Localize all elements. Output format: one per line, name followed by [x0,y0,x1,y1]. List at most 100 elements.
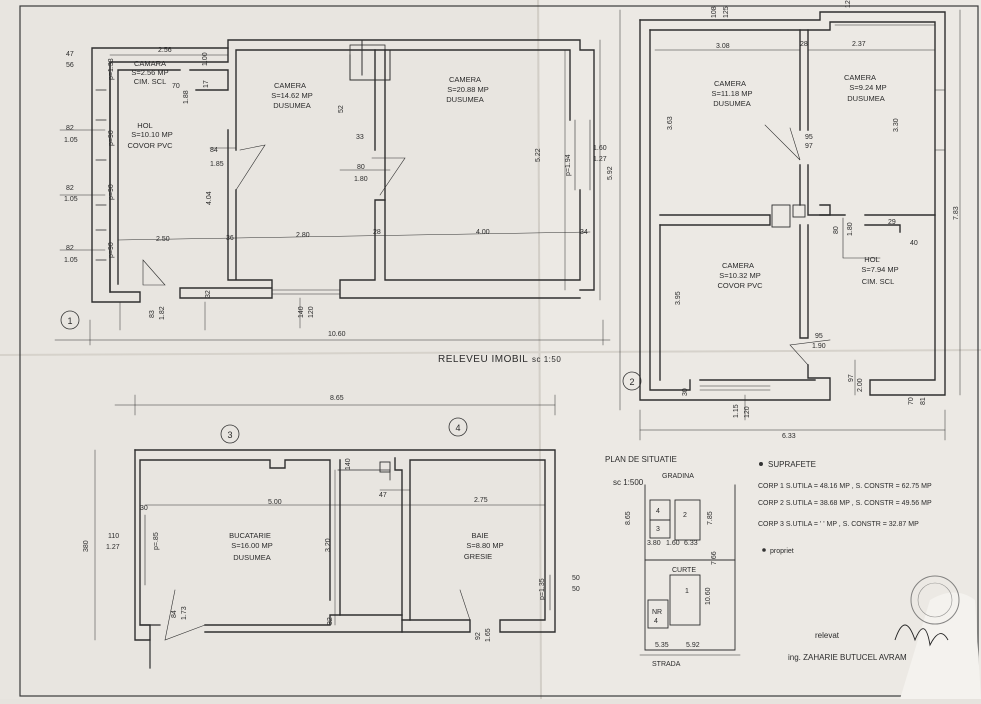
site-dim: 10.60 [705,587,712,605]
summary-bullet [762,548,766,552]
body-marker-4-label: 4 [455,423,460,433]
summary-bullet [759,462,763,466]
room-area-camera-tr: S=9.24 MP [849,83,886,92]
dim-label: 70 [908,397,915,405]
dim-label: 2.80 [296,232,310,239]
dim-label: p=1.35 [539,578,546,600]
body-1-dimension-labels: 47 56 2.56 p=1.33 1.00 70 1.88 17 82 1.0… [64,47,614,338]
dim-label: 4.00 [476,229,490,236]
summary-proprietar: propriet [770,548,794,555]
dim-label: 52 [338,105,345,113]
dim-label: 110 [108,533,119,540]
dim-label: 3.08 [716,43,730,50]
dim-label: 83 [149,310,156,318]
dim-label: 5.00 [268,499,282,506]
dim-label: 108 [711,6,718,18]
dim-label: 1.05 [64,257,78,264]
dim-label: 1.85 [210,161,224,168]
dim-label: 28 [800,41,808,48]
dim-label: 2.37 [852,41,866,48]
body-marker-4 [448,417,468,437]
dim-label: 1.82 [159,306,166,320]
room-name-camara: CAMARA [134,59,166,68]
dim-label: 2.50 [156,236,170,243]
dim-label: 140 [345,458,352,470]
body-3-4-walls [134,449,556,669]
dim-label: p=90 [108,184,115,200]
site-dim: 6.33 [684,540,698,547]
dim-label: 140 [298,306,305,318]
dim-label: 1.15 [733,404,740,418]
dim-label: 36 [226,235,234,242]
room-name-camera-tr: CAMERA [844,73,876,82]
body-marker-2-label: 2 [629,377,634,387]
dim-label: 7.83 [953,206,960,220]
dim-label: 5.92 [607,166,614,180]
site-nr-value: 4 [654,618,658,625]
dim-label: 70 [172,83,180,90]
room-name-hol: HOL [137,121,152,130]
stamp-seal [910,575,960,625]
wall-lines [54,9,961,669]
room-area-camera-1: S=14.62 MP [271,91,312,100]
handwritten-signature [894,624,949,647]
site-dim: 7.66 [711,551,718,565]
dim-label: 2.00 [857,378,864,392]
dim-label: 1.00 [202,52,209,66]
dim-label: 92 [475,632,482,640]
dim-label: 5.22 [535,148,542,162]
dim-label: 34 [580,229,588,236]
room-area-camera-bl: S=10.32 MP [719,271,760,280]
dim-label: 32 [205,290,212,298]
room-labels: CAMARA S=2.56 MP CIM. SCL HOL S=10.10 MP… [127,59,898,562]
dim-label: 120 [744,406,751,418]
room-area-baie: S=8.80 MP [466,541,503,550]
body-marker-1-label: 1 [67,316,72,326]
dim-label: 84 [171,610,178,618]
dim-label: 12 [845,0,852,8]
site-dim: 3.80 [647,540,661,547]
dim-label: 82 [66,245,74,252]
dim-label: 80 [833,226,840,234]
site-curte: CURTE [672,567,696,574]
body-markers: 1 2 3 4 [60,310,642,444]
room-floor-baie: GRESIE [464,552,492,561]
summary-heading: SUPRAFETE [768,460,816,469]
sheet-border [19,5,979,697]
dim-label: 8.65 [330,395,344,402]
dim-label: 1.65 [485,628,492,642]
dim-label: p=.85 [153,532,160,550]
dim-label: 1.05 [64,137,78,144]
dim-label: 95 [815,333,823,340]
body-2-dimensions [619,9,961,441]
room-floor-hol-2: CIM. SCL [862,277,895,286]
site-plan-lines [639,484,741,656]
dim-label: 50 [572,586,580,593]
room-area-hol-2: S=7.94 MP [861,265,898,274]
summary-corp-2: CORP 2 S.UTILA = 38.68 MP , S. CONSTR = … [758,500,932,507]
site-gradina: GRADINA [662,473,694,480]
dim-label: 1.27 [106,544,120,551]
dim-label: 95 [805,134,813,141]
site-strada: STRADA [652,661,681,668]
dim-label: 1.80 [354,176,368,183]
dim-label: 1.88 [183,90,190,104]
dim-label: p=1.94 [565,154,572,176]
room-name-camera-bl: CAMERA [722,261,754,270]
site-body-2: 2 [683,512,687,519]
body-2-walls [639,11,946,401]
site-dim: 5.35 [655,642,669,649]
dim-label: 56 [66,62,74,69]
room-floor-camera-1: DUSUMEA [273,101,311,110]
body-3-4-dimensions [94,394,556,641]
dim-label: 2.56 [158,47,172,54]
dim-label: 47 [379,492,387,499]
paper-fold-horizontal [0,349,981,356]
room-floor-camera-bl: COVOR PVC [717,281,763,290]
site-plan-scale: sc 1:500 [613,478,644,487]
dim-label: 97 [848,374,855,382]
site-dim: 5.92 [686,642,700,649]
dim-label: 97 [805,143,813,150]
